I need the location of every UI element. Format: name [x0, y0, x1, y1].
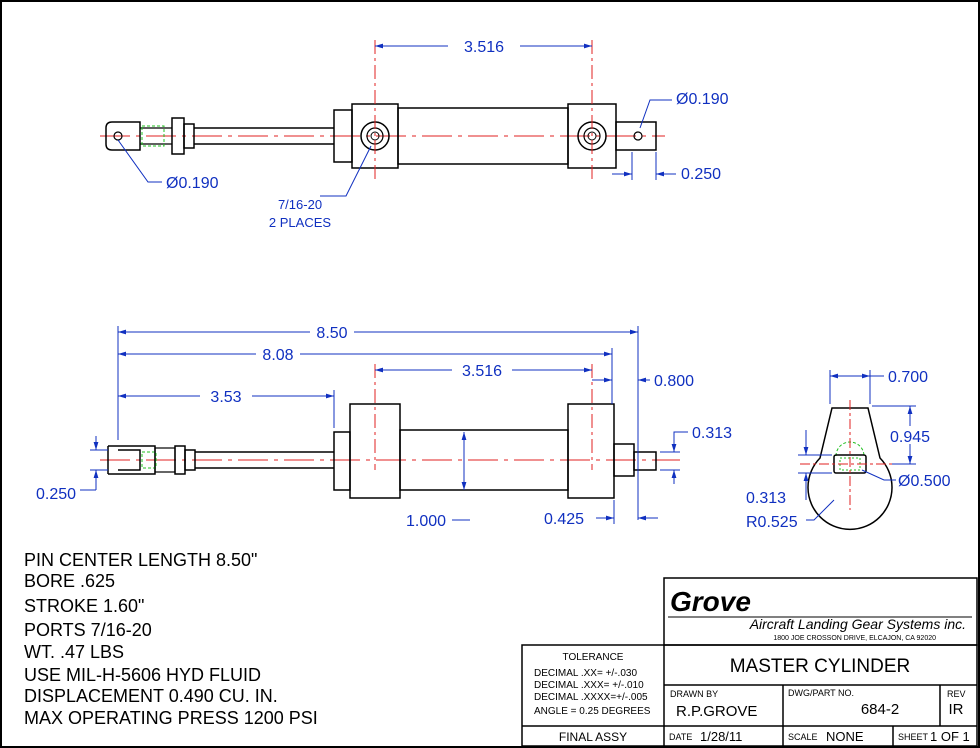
date-label: DATE	[669, 732, 692, 742]
dim-top-center: 3.516	[464, 39, 504, 56]
top-left-clevis	[105, 121, 141, 151]
dim-body-1000: 1.000	[406, 513, 446, 530]
note-line: PIN CENTER LENGTH 8.50"	[24, 550, 257, 570]
dim-eye-700: 0.700	[888, 369, 928, 386]
scale-value: NONE	[826, 729, 864, 744]
top-right-rod-end	[615, 121, 657, 151]
dim-side-center: 3.516	[462, 363, 502, 380]
dwg-no-label: DWG/PART NO.	[788, 688, 854, 698]
dim-rod-313: 0.313	[692, 425, 732, 442]
dim-eye-radius: R0.525	[746, 514, 798, 531]
rev-label: REV	[947, 689, 966, 699]
side-view: 8.50 8.08 3.516 3.53 0.800 0.313 0.250	[36, 325, 732, 530]
dim-length-808: 8.08	[262, 347, 293, 364]
note-line: BORE .625	[24, 571, 115, 591]
end-view: 0.700 0.945 Ø0.500 0.313 R0.525	[746, 369, 951, 531]
dim-top-right-offset: 0.250	[681, 166, 721, 183]
final-assy: FINAL ASSY	[559, 730, 627, 744]
tolerance-header: TOLERANCE	[563, 652, 624, 663]
tolerance-xxx: DECIMAL .XXX= +/-.010	[534, 680, 644, 691]
tolerance-xx: DECIMAL .XX= +/-.030	[534, 668, 637, 679]
dim-top-left-hole: Ø0.190	[166, 175, 219, 192]
company-address: 1800 JOE CROSSON DRIVE, ELCAJON, CA 9202…	[773, 635, 936, 642]
side-rod-end	[633, 451, 657, 471]
drawing-title: MASTER CYLINDER	[730, 656, 911, 677]
note-line: USE MIL-H-5606 HYD FLUID	[24, 665, 261, 685]
dwg-no: 684-2	[861, 701, 899, 718]
dim-top-right-hole: Ø0.190	[676, 91, 729, 108]
date-value: 1/28/11	[700, 729, 742, 744]
tolerance-angle: ANGLE = 0.25 DEGREES	[534, 706, 651, 717]
tolerance-xxxx: DECIMAL .XXXX=+/-.005	[534, 692, 648, 703]
general-notes: PIN CENTER LENGTH 8.50" BORE .625 STROKE…	[24, 550, 318, 728]
dim-end-425: 0.425	[544, 511, 584, 528]
eye-outline	[807, 407, 893, 531]
note-line: PORTS 7/16-20	[24, 620, 152, 640]
dim-overall-length: 8.50	[316, 325, 347, 342]
side-right-block	[567, 403, 615, 499]
dim-length-353: 3.53	[210, 389, 241, 406]
top-view: 3.516 Ø0.190 0.250 Ø0.190 7/16-20 2 PLAC…	[100, 39, 729, 230]
sheet-value: 1 OF 1	[930, 729, 970, 744]
port-thread-label: 7/16-20	[278, 197, 322, 212]
title-block	[521, 577, 978, 747]
note-line: WT. .47 LBS	[24, 642, 124, 662]
note-line: STROKE 1.60"	[24, 596, 144, 616]
dim-eye-945: 0.945	[890, 429, 930, 446]
dim-clevis-250: 0.250	[36, 486, 76, 503]
dim-rod-800: 0.800	[654, 373, 694, 390]
dim-eye-hole: Ø0.500	[898, 473, 951, 490]
note-line: DISPLACEMENT 0.490 CU. IN.	[24, 686, 278, 706]
drawn-by: R.P.GROVE	[676, 703, 757, 720]
scale-label: SCALE	[788, 732, 818, 742]
company-name: Aircraft Landing Gear Systems inc.	[749, 616, 966, 632]
company-logo: Grove	[670, 586, 751, 617]
drawn-by-label: DRAWN BY	[670, 689, 718, 699]
dim-eye-313: 0.313	[746, 490, 786, 507]
rev-value: IR	[949, 701, 964, 718]
note-line: MAX OPERATING PRESS 1200 PSI	[24, 708, 318, 728]
sheet-label: SHEET	[898, 732, 929, 742]
port-places-label: 2 PLACES	[269, 215, 331, 230]
